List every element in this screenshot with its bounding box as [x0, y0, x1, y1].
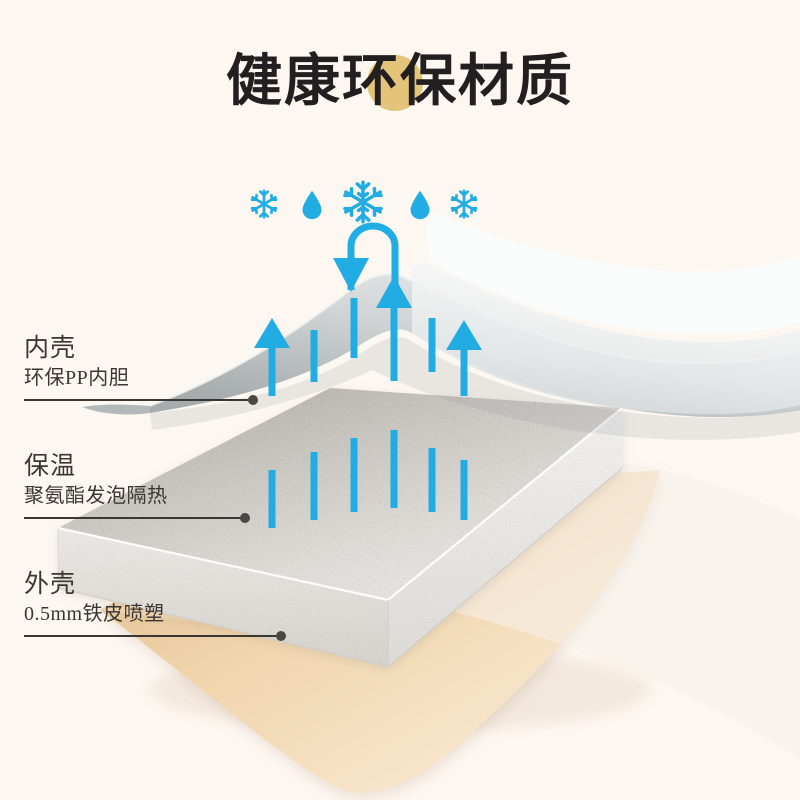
insulation-foam-layer: [57, 388, 623, 668]
title-accent-dot: [367, 55, 423, 111]
heat-arrow-up: [254, 318, 290, 396]
circulation-down-arrowhead: [333, 258, 369, 292]
water-droplet-icon: [302, 190, 322, 220]
inner-shell-back-sweep: [412, 263, 800, 415]
heat-arrow-up: [446, 320, 482, 396]
inner-shell-cast-shadow: [150, 337, 800, 440]
label-insulation-title: 保温: [24, 453, 77, 480]
leader-line: [24, 635, 282, 637]
page-title: 健康环保材质: [226, 49, 574, 114]
leader-outer-shell: [24, 631, 290, 641]
foam-front-right-face: [388, 408, 622, 667]
leader-line: [24, 517, 246, 519]
label-insulation-sub: 聚氨酯发泡隔热: [24, 485, 168, 507]
snowflake-icon-large: [343, 180, 383, 224]
foam-top-face: [58, 388, 622, 600]
leader-line: [24, 399, 254, 401]
label-outer-shell: 外壳 0.5mm铁皮喷塑: [24, 569, 354, 628]
label-inner-shell-sub: 环保PP内胆: [24, 367, 130, 389]
label-inner-shell: 内壳 环保PP内胆: [24, 333, 354, 392]
label-outer-shell-title: 外壳: [24, 571, 77, 598]
snowflake-icon: [250, 189, 278, 219]
label-insulation: 保温 聚氨酯发泡隔热: [24, 451, 354, 510]
inner-shell-left-tail: [82, 404, 150, 415]
leader-dot: [240, 513, 250, 523]
title-area: 健康环保材质: [0, 38, 800, 128]
label-inner-shell-title: 内壳: [24, 335, 77, 362]
water-droplet-icon: [410, 190, 430, 220]
leader-inner-shell: [24, 395, 260, 405]
snowflake-icon: [450, 189, 478, 219]
leader-dot: [276, 631, 286, 641]
heat-flow-lines: [268, 298, 468, 528]
leader-insulation: [24, 513, 254, 523]
foam-bottom-edge: [57, 467, 623, 668]
circulation-arrow: [333, 222, 399, 300]
inner-shell-upper-fold: [426, 212, 800, 334]
label-outer-shell-sub: 0.5mm铁皮喷塑: [24, 603, 165, 625]
leader-dot: [248, 395, 258, 405]
foam-front-left-face: [58, 528, 388, 667]
